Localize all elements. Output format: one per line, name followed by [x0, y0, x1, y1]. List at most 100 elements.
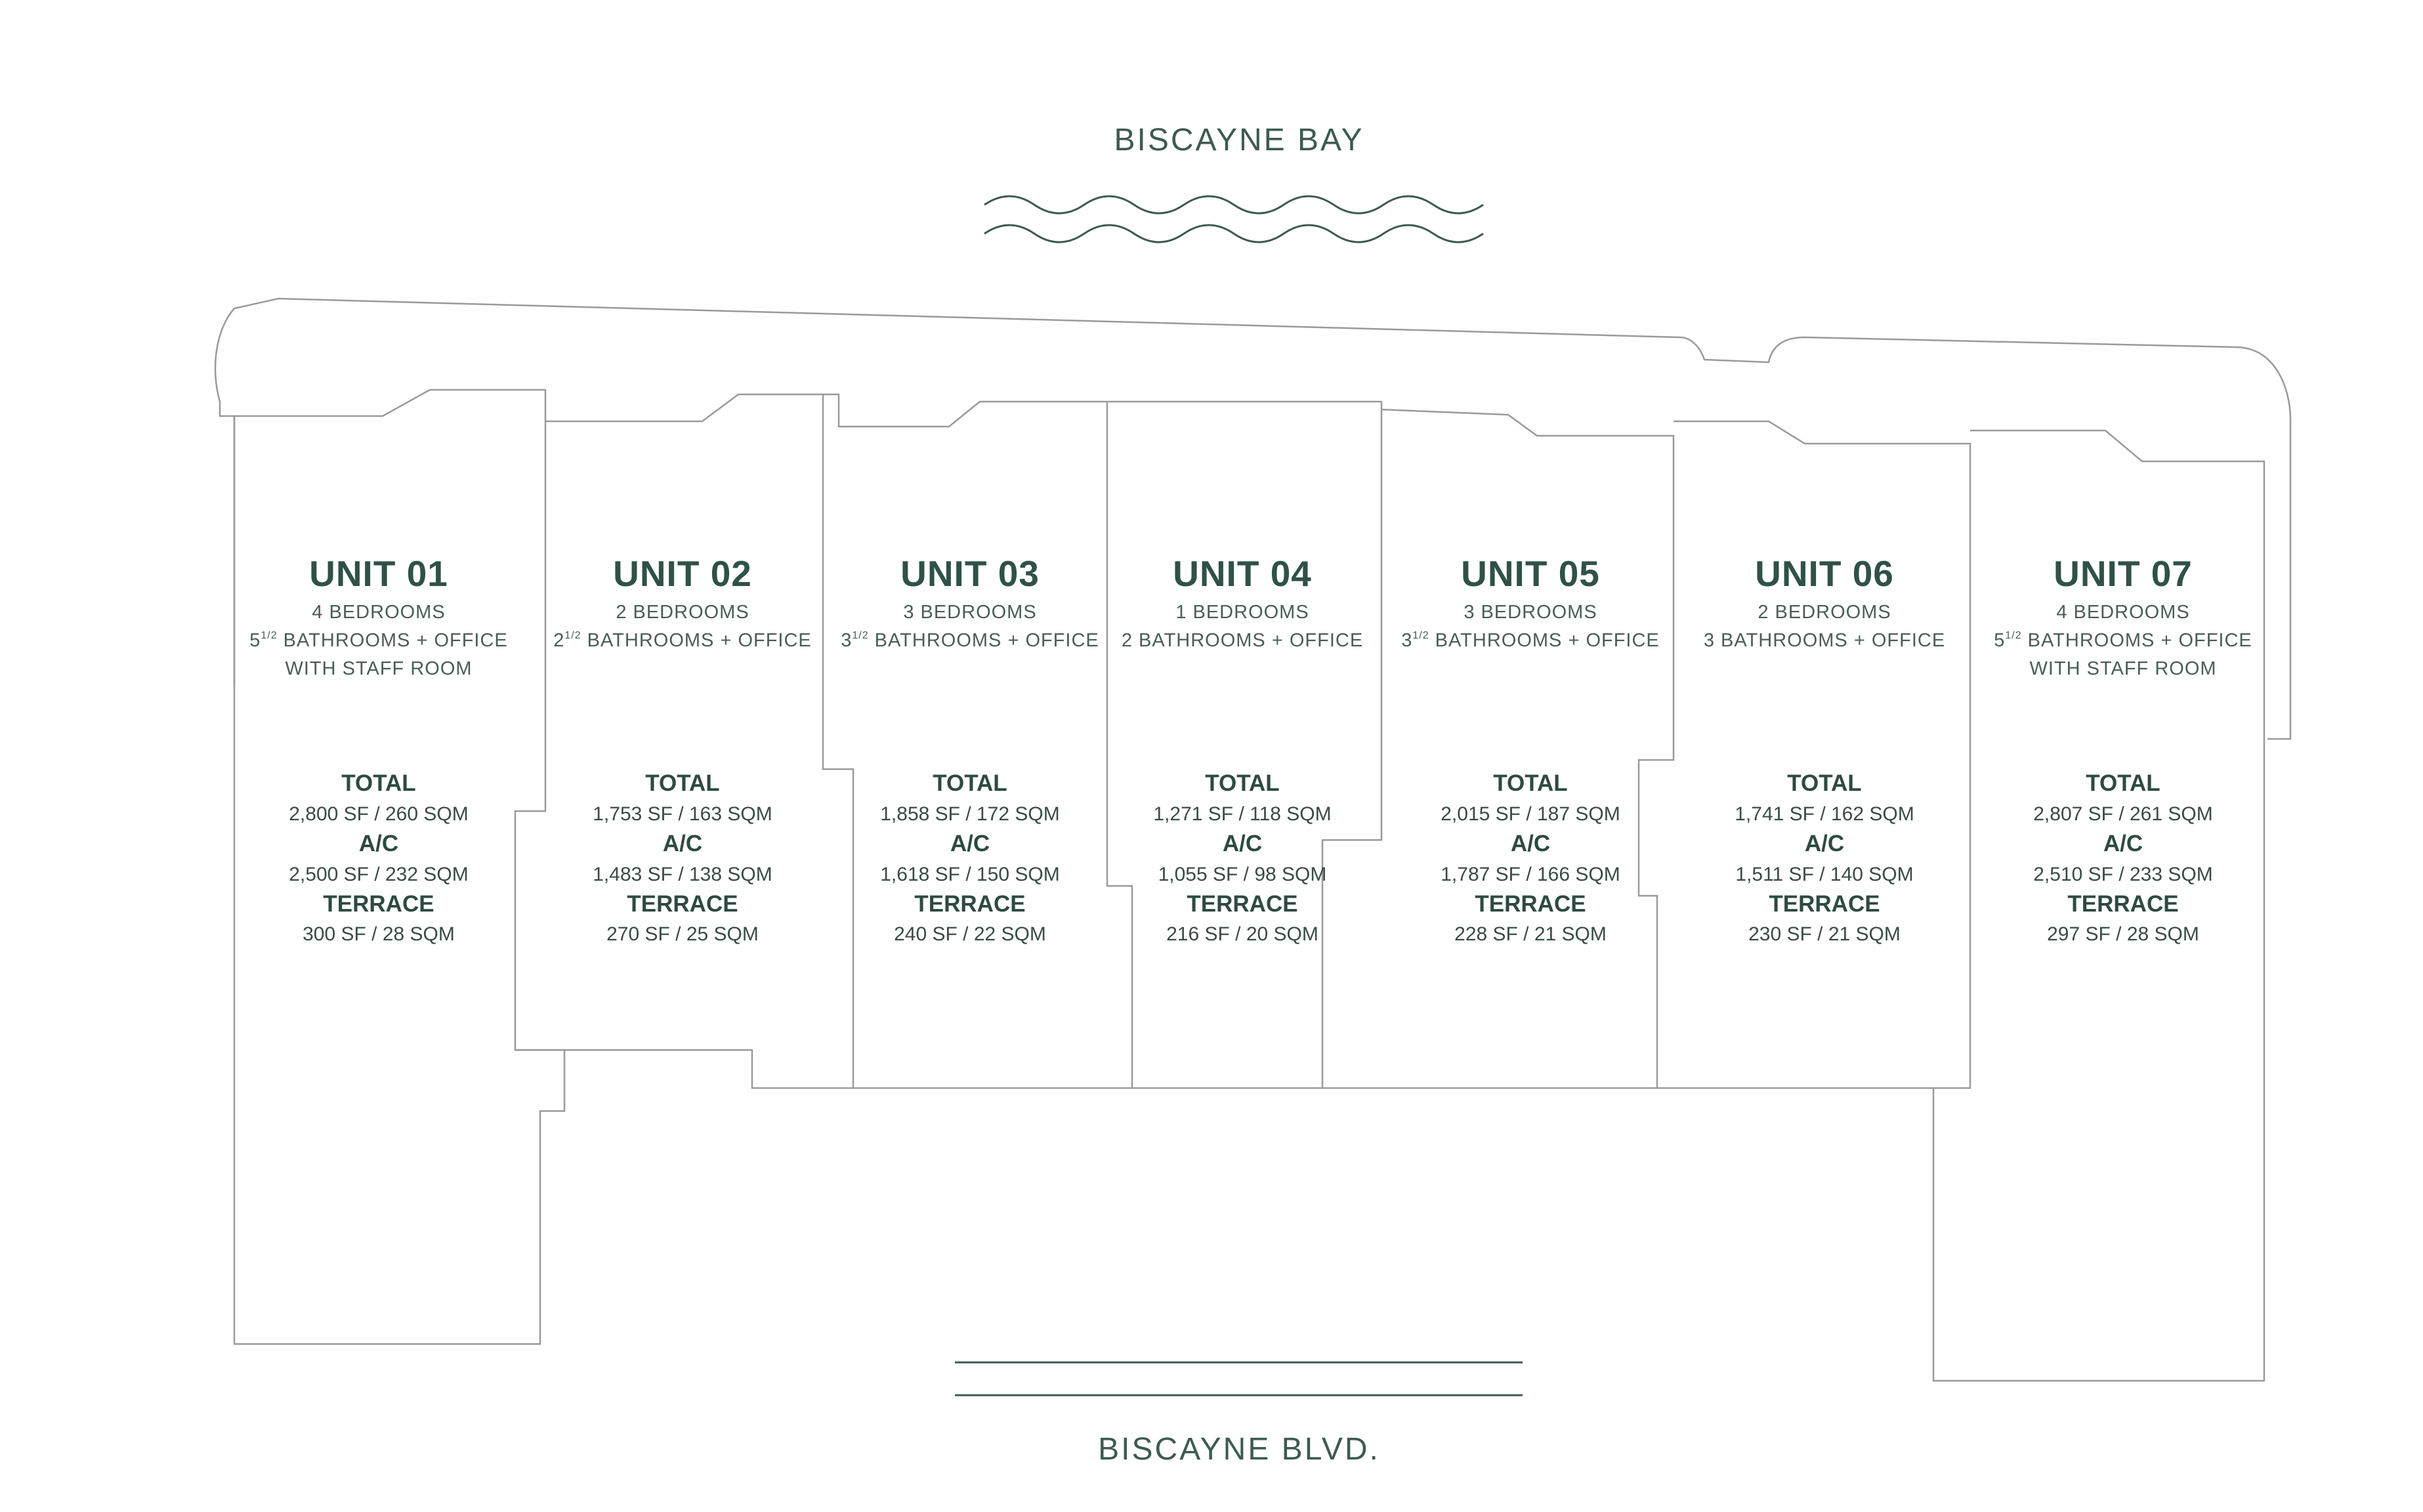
- bath-text: BATHROOMS + OFFICE: [1429, 630, 1660, 651]
- unit-07-info: UNIT 07 4 BEDROOMS 51/2 BATHROOMS + OFFICE…: [1994, 553, 2252, 945]
- total-label: TOTAL: [1787, 770, 1861, 796]
- unit-bathrooms: 21/2 BATHROOMS + OFFICE: [553, 630, 812, 651]
- ac-label: A/C: [1511, 831, 1550, 856]
- water-waves-icon: [984, 195, 1484, 243]
- unit-bedrooms: 1 BEDROOMS: [1175, 602, 1309, 623]
- road-lines: [955, 1361, 1523, 1396]
- unit-bedrooms: 2 BEDROOMS: [1758, 602, 1891, 623]
- unit-04-info: UNIT 04 1 BEDROOMS 2 BATHROOMS + OFFICE TOT…: [1122, 553, 1363, 945]
- terrace-area: 300 SF / 28 SQM: [303, 923, 455, 945]
- bath-text: BATHROOMS + OFFICE: [869, 630, 1099, 651]
- bath-count: 3: [1401, 630, 1412, 651]
- bath-fraction: 1/2: [2005, 630, 2021, 641]
- terrace-label: TERRACE: [1475, 891, 1586, 917]
- unit-bathrooms: 31/2 BATHROOMS + OFFICE: [1401, 630, 1660, 651]
- terrace-area: 230 SF / 21 SQM: [1748, 923, 1901, 945]
- ac-label: A/C: [359, 831, 398, 856]
- total-area: 2,015 SF / 187 SQM: [1441, 803, 1620, 825]
- bath-text: BATHROOMS + OFFICE: [278, 630, 508, 651]
- unit-02-info: UNIT 02 2 BEDROOMS 21/2 BATHROOMS + OFFICE…: [553, 553, 812, 945]
- bay-label: BISCAYNE BAY: [1114, 123, 1364, 158]
- ac-area: 2,510 SF / 233 SQM: [2033, 864, 2212, 885]
- total-area: 1,858 SF / 172 SQM: [880, 803, 1059, 825]
- unit-06-outline: [1657, 420, 1971, 1089]
- terrace-label: TERRACE: [2067, 891, 2178, 917]
- bath-fraction: 1/2: [564, 630, 581, 641]
- ac-area: 1,511 SF / 140 SQM: [1735, 864, 1913, 885]
- bath-count: 2: [553, 630, 564, 651]
- unit-bedrooms: 3 BEDROOMS: [1464, 602, 1597, 623]
- unit-bathrooms: 3 BATHROOMS + OFFICE: [1704, 630, 1945, 651]
- terrace-label: TERRACE: [914, 891, 1025, 917]
- unit-title: UNIT 05: [1461, 553, 1600, 594]
- bath-count: 3: [841, 630, 852, 651]
- blvd-label: BISCAYNE BLVD.: [1098, 1432, 1380, 1467]
- unit-bedrooms: 2 BEDROOMS: [616, 602, 749, 623]
- unit-01-info: UNIT 01 4 BEDROOMS 51/2 BATHROOMS + OFFICE…: [249, 553, 508, 945]
- unit-bathrooms: 51/2 BATHROOMS + OFFICE: [1994, 630, 2252, 651]
- bath-text: 2 BATHROOMS + OFFICE: [1122, 630, 1363, 651]
- ac-label: A/C: [950, 831, 990, 856]
- unit-bedrooms: 3 BEDROOMS: [903, 602, 1036, 623]
- unit-bedrooms: 4 BEDROOMS: [312, 602, 445, 623]
- ac-label: A/C: [663, 831, 702, 856]
- unit-extra: WITH STAFF ROOM: [285, 658, 472, 679]
- unit-bathrooms: 31/2 BATHROOMS + OFFICE: [841, 630, 1099, 651]
- terrace-area: 240 SF / 22 SQM: [894, 923, 1046, 945]
- total-label: TOTAL: [1205, 770, 1279, 796]
- terrace-area: 297 SF / 28 SQM: [2047, 923, 2199, 945]
- unit-title: UNIT 03: [900, 553, 1040, 594]
- bath-fraction: 1/2: [261, 630, 277, 641]
- unit-title: UNIT 06: [1755, 553, 1894, 594]
- total-area: 2,807 SF / 261 SQM: [2033, 803, 2212, 825]
- unit-05-outline: [1322, 408, 1675, 1089]
- unit-02-outline: [515, 393, 854, 1089]
- unit-bathrooms: 51/2 BATHROOMS + OFFICE: [249, 630, 508, 651]
- ac-area: 1,787 SF / 166 SQM: [1441, 864, 1620, 885]
- total-label: TOTAL: [341, 770, 415, 796]
- total-label: TOTAL: [645, 770, 719, 796]
- bath-fraction: 1/2: [852, 630, 868, 641]
- total-area: 1,271 SF / 118 SQM: [1153, 803, 1331, 825]
- bath-text: BATHROOMS + OFFICE: [2022, 630, 2252, 651]
- unit-extra: WITH STAFF ROOM: [2029, 658, 2216, 679]
- building-outline: [214, 297, 2292, 1382]
- total-label: TOTAL: [1493, 770, 1567, 796]
- bath-fraction: 1/2: [1412, 630, 1429, 641]
- total-area: 1,741 SF / 162 SQM: [1735, 803, 1914, 825]
- terrace-area: 270 SF / 25 SQM: [606, 923, 759, 945]
- terrace-label: TERRACE: [1769, 891, 1880, 917]
- total-label: TOTAL: [933, 770, 1007, 796]
- bath-count: 5: [1994, 630, 2005, 651]
- ac-label: A/C: [1805, 831, 1844, 856]
- total-label: TOTAL: [2086, 770, 2160, 796]
- ac-label: A/C: [1223, 831, 1262, 856]
- unit-05-info: UNIT 05 3 BEDROOMS 31/2 BATHROOMS + OFFICE…: [1401, 553, 1660, 945]
- total-area: 1,753 SF / 163 SQM: [593, 803, 772, 825]
- bath-text: BATHROOMS + OFFICE: [581, 630, 812, 651]
- terrace-label: TERRACE: [323, 891, 434, 917]
- unit-bedrooms: 4 BEDROOMS: [2056, 602, 2189, 623]
- ac-label: A/C: [2103, 831, 2143, 856]
- terrace-label: TERRACE: [1187, 891, 1297, 917]
- terrace-label: TERRACE: [627, 891, 738, 917]
- unit-title: UNIT 04: [1173, 553, 1312, 594]
- ac-area: 1,618 SF / 150 SQM: [880, 864, 1059, 885]
- ac-area: 1,483 SF / 138 SQM: [593, 864, 772, 885]
- bath-text: 3 BATHROOMS + OFFICE: [1704, 630, 1945, 651]
- unit-bathrooms: 2 BATHROOMS + OFFICE: [1122, 630, 1363, 651]
- total-area: 2,800 SF / 260 SQM: [289, 803, 468, 825]
- ac-area: 1,055 SF / 98 SQM: [1158, 864, 1327, 885]
- unit-04-outline: [1107, 400, 1383, 1089]
- unit-title: UNIT 02: [613, 553, 752, 594]
- terrace-area: 216 SF / 20 SQM: [1166, 923, 1318, 945]
- terrace-area: 228 SF / 21 SQM: [1454, 923, 1607, 945]
- unit-03-outline: [823, 393, 1133, 1089]
- ac-area: 2,500 SF / 232 SQM: [289, 864, 468, 885]
- unit-title: UNIT 01: [309, 553, 448, 594]
- unit-07-outline: [1932, 429, 2265, 1382]
- unit-03-info: UNIT 03 3 BEDROOMS 31/2 BATHROOMS + OFFICE…: [841, 553, 1099, 945]
- unit-title: UNIT 07: [2054, 553, 2193, 594]
